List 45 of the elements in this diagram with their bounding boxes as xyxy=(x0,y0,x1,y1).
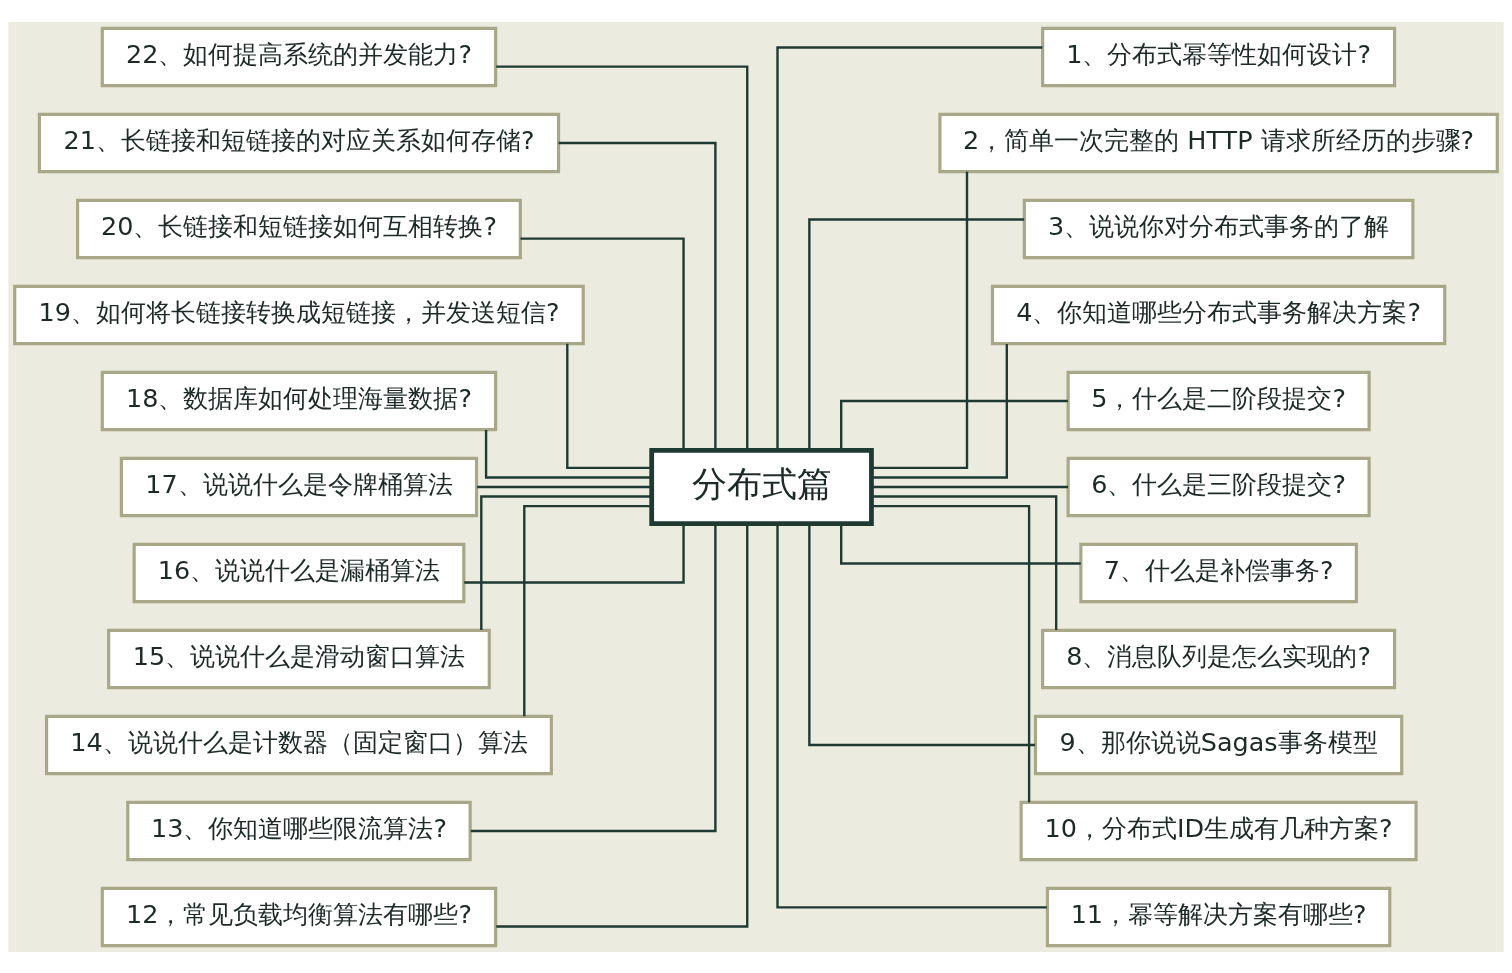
connector xyxy=(484,429,652,479)
node-box: 21、长链接和短链接的对应关系如何存储? xyxy=(37,112,561,173)
connector xyxy=(871,504,1031,802)
connector xyxy=(871,494,1058,630)
connector xyxy=(776,45,1043,450)
node-box: 14、说说什么是计数器（固定窗口）算法 xyxy=(44,714,553,775)
node-box: 18、数据库如何处理海量数据? xyxy=(100,370,498,431)
node-box: 4、你知道哪些分布式事务解决方案? xyxy=(990,284,1447,345)
node-box: 6、什么是三阶段提交? xyxy=(1066,456,1371,517)
node-box: 9、那你说说Sagas事务模型 xyxy=(1033,714,1404,775)
connector xyxy=(776,523,1047,909)
connector xyxy=(566,343,652,469)
node-box: 分布式篇 xyxy=(649,447,874,526)
node-box: 15、说说什么是滑动窗口算法 xyxy=(107,628,491,689)
node-box: 10，分布式ID生成有几种方案? xyxy=(1019,800,1418,861)
node-box: 1、分布式幂等性如何设计? xyxy=(1041,26,1397,87)
node-box: 19、如何将长链接转换成短链接，并发送短信? xyxy=(13,284,585,345)
connector xyxy=(840,399,1068,450)
node-box: 5，什么是二阶段提交? xyxy=(1066,370,1371,431)
connector xyxy=(480,494,652,630)
connector xyxy=(496,64,749,450)
connector xyxy=(520,236,685,450)
node-box: 13、你知道哪些限流算法? xyxy=(126,800,472,861)
node-box: 20、长链接和短链接如何互相转换? xyxy=(76,198,522,259)
node-box: 7、什么是补偿事务? xyxy=(1079,542,1358,603)
node-box: 11，幂等解决方案有哪些? xyxy=(1045,886,1392,947)
connector xyxy=(477,485,652,488)
connector xyxy=(523,504,652,716)
connector xyxy=(464,523,685,584)
node-box: 22、如何提高系统的并发能力? xyxy=(100,26,498,87)
connector xyxy=(871,485,1069,488)
connector xyxy=(872,343,1008,479)
connector xyxy=(496,523,749,928)
node-box: 3、说说你对分布式事务的了解 xyxy=(1022,198,1415,259)
node-box: 2，简单一次完整的 HTTP 请求所经历的步骤? xyxy=(938,112,1499,173)
connector xyxy=(558,141,717,450)
node-box: 8、消息队列是怎么实现的? xyxy=(1041,628,1397,689)
connector xyxy=(871,171,969,469)
node-box: 17、说说什么是令牌桶算法 xyxy=(119,456,479,517)
connector xyxy=(808,523,1035,746)
node-box: 12，常见负载均衡算法有哪些? xyxy=(100,886,498,947)
connector xyxy=(840,523,1081,565)
connector xyxy=(808,217,1025,450)
connector xyxy=(470,523,717,832)
node-box: 16、说说什么是漏桶算法 xyxy=(132,542,466,603)
